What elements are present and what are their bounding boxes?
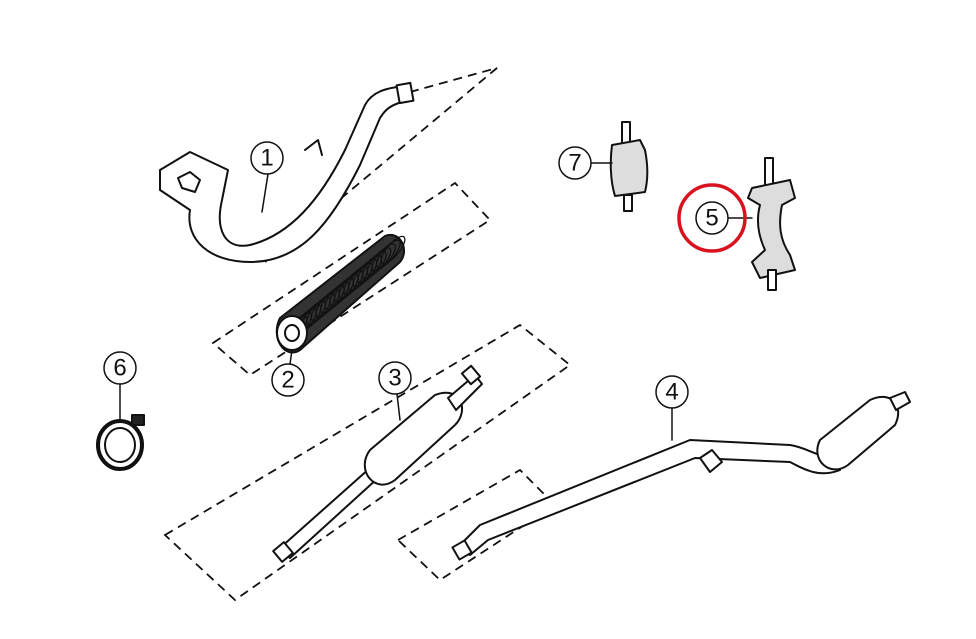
coil-ring [375, 239, 401, 269]
callout-5-label: 5 [705, 205, 718, 232]
callout-6-label: 6 [113, 355, 126, 382]
part-2-sleeve [275, 233, 406, 354]
highlight-circle [677, 183, 747, 253]
callout-7[interactable]: 7 [558, 146, 592, 180]
callout-1[interactable]: 1 [250, 141, 284, 175]
coil-ring [380, 235, 406, 265]
callout-5[interactable]: 5 [677, 183, 747, 253]
callout-1-label: 1 [260, 145, 273, 172]
part-5-large-mount [747, 157, 796, 291]
callout-4-label: 4 [665, 379, 678, 406]
callout-7-label: 7 [568, 150, 581, 177]
part-3-rear-pipe [272, 364, 483, 563]
part-4-tail-pipe [451, 391, 911, 561]
part-7-small-mount [609, 121, 649, 212]
part-1-header-pipe [159, 81, 415, 263]
callout-2[interactable]: 2 [271, 363, 305, 397]
callout-3-label: 3 [388, 365, 401, 392]
callout-6[interactable]: 6 [103, 351, 137, 385]
part-6-clamp [96, 414, 145, 471]
leader-lines [119, 162, 753, 441]
callout-2-label: 2 [281, 367, 294, 394]
callout-3[interactable]: 3 [378, 361, 412, 395]
callout-4[interactable]: 4 [655, 375, 689, 409]
